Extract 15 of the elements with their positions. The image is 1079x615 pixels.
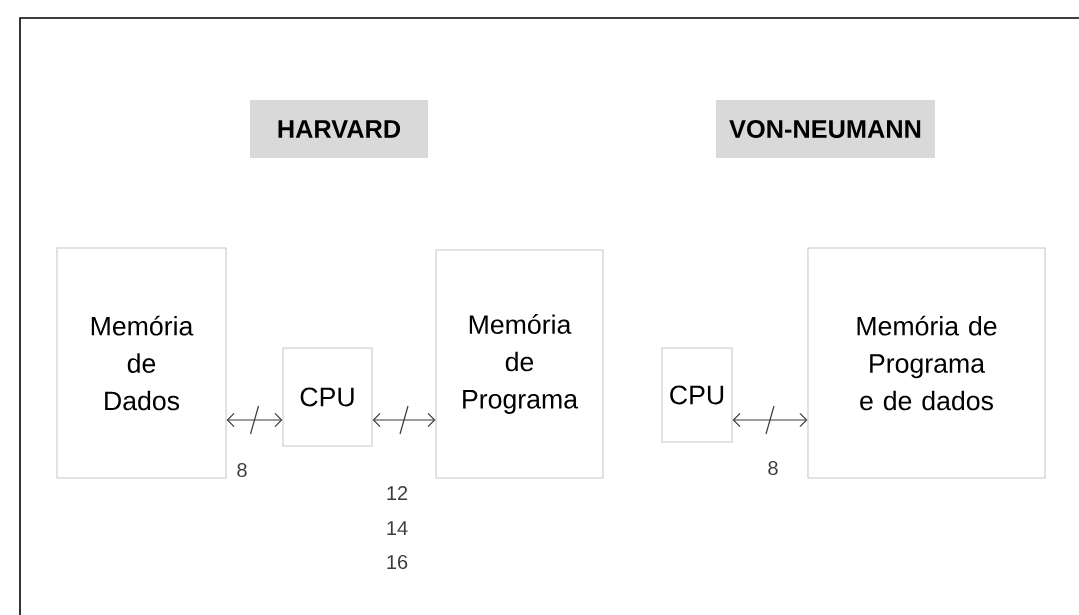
bus-width-label: 12 <box>387 486 408 500</box>
bus-arrow <box>372 412 436 428</box>
bus-width-label: 8 <box>768 460 778 476</box>
bus-arrow <box>732 412 808 428</box>
bus-width-label: 16 <box>387 554 408 570</box>
bus-width-label: 14 <box>387 521 408 535</box>
processor-box: CPU <box>282 347 373 447</box>
processor-box: CPU <box>661 347 733 443</box>
memory-box: Memória de Programa e de dados <box>807 247 1046 479</box>
heading-box: VON-NEUMANN <box>716 100 935 158</box>
heading-box: HARVARD <box>250 100 428 158</box>
memory-box: Memória de Programa <box>435 249 604 479</box>
bus-arrow <box>226 412 283 428</box>
memory-box: Memória de Dados <box>56 247 227 479</box>
bus-width-label: 8 <box>237 462 247 478</box>
